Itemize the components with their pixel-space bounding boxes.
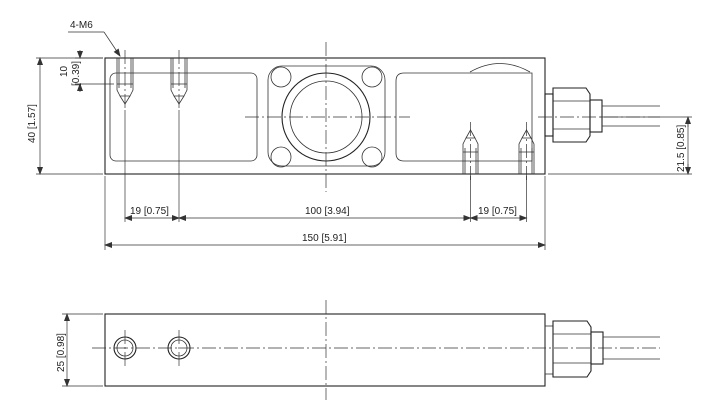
top-connector — [552, 320, 660, 378]
front-connector — [544, 87, 660, 143]
corner-hole-tl — [270, 66, 292, 88]
top-view — [92, 300, 660, 400]
threaded-hole-3 — [462, 129, 479, 174]
right-pocket — [395, 72, 533, 162]
top-dimensions: 25 [0.98] — [56, 313, 103, 387]
corner-hole-br — [361, 146, 383, 168]
thickness-label: 25 [0.98] — [56, 333, 67, 372]
corner-hole-bl — [270, 146, 292, 168]
threaded-hole-4 — [518, 129, 535, 174]
front-view — [104, 42, 660, 192]
front-dimensions: 4-M6 10 [0.39] 40 [1.57] 21.5 [0.85] — [27, 20, 692, 250]
center-spacing-label: 100 [3.94] — [305, 206, 350, 217]
height-label: 40 [1.57] — [27, 104, 38, 143]
right-spacing-label: 19 [0.75] — [478, 206, 517, 217]
thread-callout-label: 4-M6 — [70, 20, 93, 31]
hole-offset-inch-label: [0.39] — [71, 61, 82, 86]
corner-hole-tr — [361, 66, 383, 88]
center-boss — [267, 65, 386, 167]
overall-length-label: 150 [5.91] — [302, 233, 347, 244]
left-pocket — [109, 72, 258, 162]
left-spacing-label: 19 [0.75] — [130, 206, 169, 217]
cable-gland-arc — [469, 63, 531, 73]
hole-offset-label: 10 — [59, 65, 70, 77]
mount-height-label: 21.5 [0.85] — [676, 125, 687, 172]
